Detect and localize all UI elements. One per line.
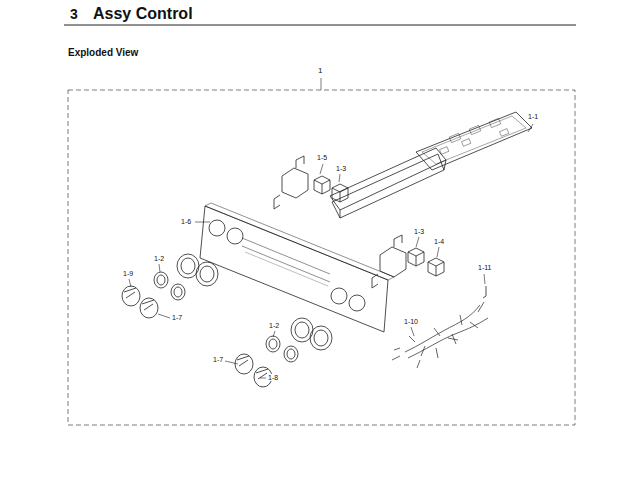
assembly-boundary xyxy=(68,90,575,425)
callout-number: 1-4 xyxy=(433,238,445,245)
callout-number: 1-2 xyxy=(268,322,280,329)
display-frame xyxy=(330,148,446,218)
section-number: 3 xyxy=(70,7,78,21)
callout-number: 1-6 xyxy=(180,218,192,225)
control-panel xyxy=(200,203,394,332)
callout-number: 1 xyxy=(318,67,322,75)
callout-number: 1-7 xyxy=(171,314,183,321)
view-heading: Exploded View xyxy=(68,48,138,58)
callout-number: 1-2 xyxy=(153,255,165,262)
wire-harness xyxy=(392,302,488,368)
callout-number: 1-3 xyxy=(413,228,425,235)
leader-lines xyxy=(129,78,533,378)
clip-part xyxy=(314,176,444,276)
callout-number: 1-5 xyxy=(316,154,328,161)
mount-bracket xyxy=(274,156,406,288)
section-title: Assy Control xyxy=(93,6,193,22)
callout-number: 1-7 xyxy=(212,356,224,363)
callout-number: 1-8 xyxy=(267,374,279,381)
callout-number: 1-9 xyxy=(122,270,134,277)
control-pcb xyxy=(416,112,532,170)
title-rule xyxy=(64,25,576,26)
callout-number: 1-1 xyxy=(527,113,539,120)
wire-clip xyxy=(483,286,486,298)
callout-number: 1-3 xyxy=(335,165,347,172)
knob-bezel xyxy=(154,254,332,362)
callout-number: 1-10 xyxy=(403,318,419,325)
callout-number: 1-11 xyxy=(477,264,493,271)
control-knob xyxy=(122,286,272,387)
